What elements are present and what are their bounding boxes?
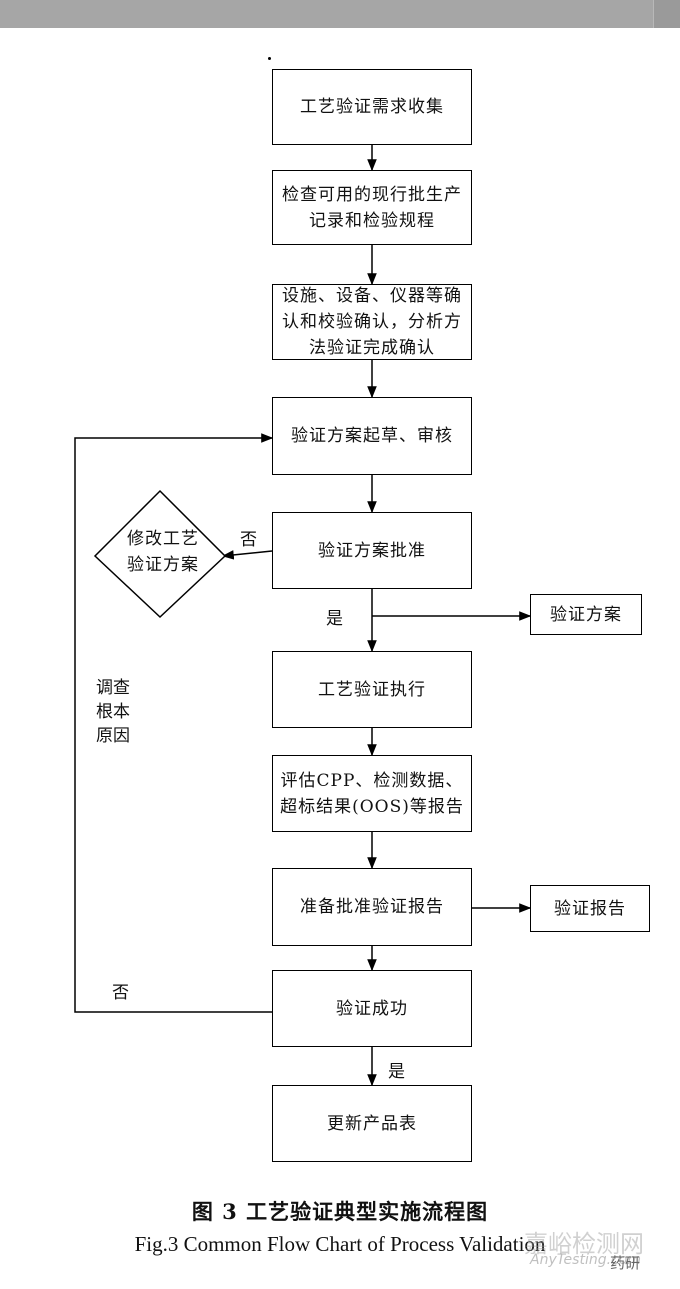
stray-dot <box>268 57 271 60</box>
step-update-product-list: 更新产品表 <box>272 1085 472 1162</box>
modify-decision-diamond <box>93 489 227 619</box>
label-no-approve: 否 <box>240 530 257 550</box>
caption-english: Fig.3 Common Flow Chart of Process Valid… <box>134 1232 546 1256</box>
top-bar-edge <box>653 0 680 28</box>
decision-modify-protocol: 修改工艺 验证方案 <box>127 529 199 575</box>
step-check-records: 检查可用的现行批生产 记录和检验规程 <box>272 170 472 245</box>
label-investigate-root-cause: 调查 根本 原因 <box>96 678 130 746</box>
label-yes-success: 是 <box>388 1062 405 1082</box>
step-collect-requirements: 工艺验证需求收集 <box>272 69 472 145</box>
step-evaluate-reports: 评估CPP、检测数据、 超标结果(OOS)等报告 <box>272 755 472 832</box>
watermark-account: 药研 <box>610 1254 641 1272</box>
loop-back-to-draft <box>74 433 274 1013</box>
label-no-success: 否 <box>112 983 129 1003</box>
step-validation-success: 验证成功 <box>272 970 472 1047</box>
step-draft-protocol: 验证方案起草、审核 <box>272 397 472 475</box>
step-approve-protocol: 验证方案批准 <box>272 512 472 589</box>
output-protocol-document: 验证方案 <box>530 594 642 635</box>
label-yes-approve: 是 <box>326 609 343 629</box>
watermark-site-cn: 嘉峪检测网 <box>524 1230 644 1258</box>
caption-chinese: 图 3 工艺验证典型实施流程图 <box>191 1199 489 1224</box>
step-confirm-facilities: 设施、设备、仪器等确 认和校验确认，分析方 法验证完成确认 <box>272 284 472 360</box>
output-validation-report: 验证报告 <box>530 885 650 932</box>
step-prepare-report: 准备批准验证报告 <box>272 868 472 946</box>
top-bar <box>0 0 680 28</box>
arrow-approve-to-modify <box>221 550 273 560</box>
watermark-site-en: AnyTesting.com <box>530 1252 641 1268</box>
step-execute-validation: 工艺验证执行 <box>272 651 472 728</box>
